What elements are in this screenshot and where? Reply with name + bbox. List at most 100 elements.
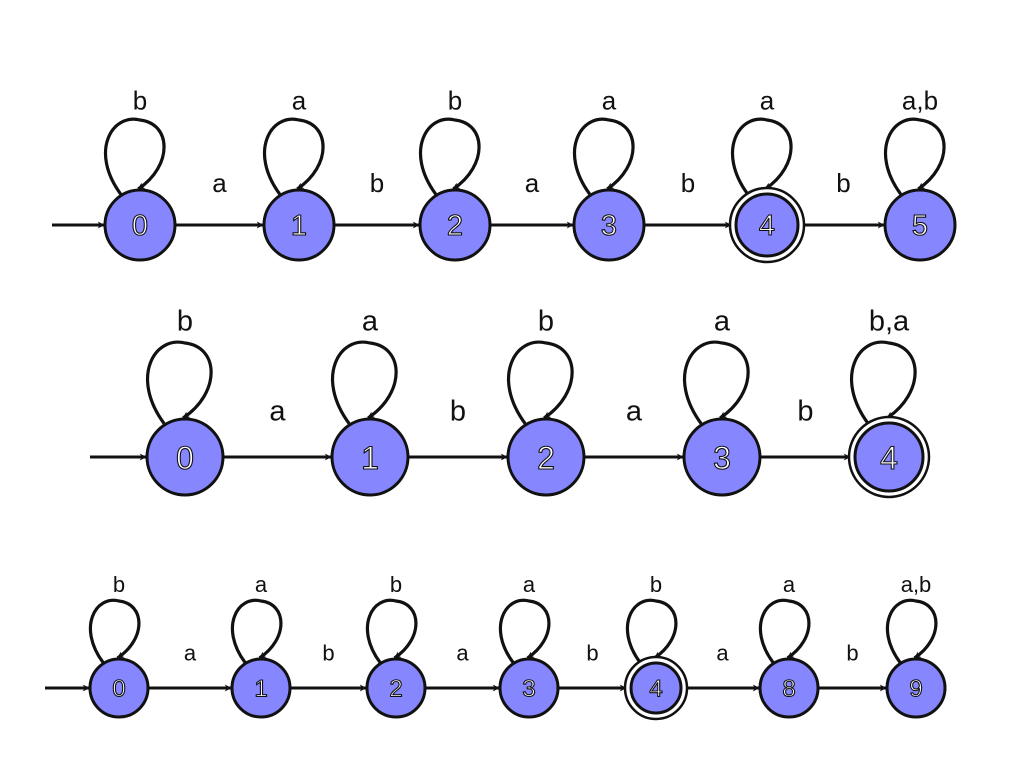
self-loop-arrow bbox=[230, 598, 283, 664]
state-label: 2 bbox=[447, 210, 463, 242]
self-loop-label: a bbox=[760, 86, 775, 116]
state-label: 4 bbox=[759, 210, 775, 242]
self-loop-label: b bbox=[113, 572, 125, 597]
self-loop-arrow bbox=[758, 598, 811, 664]
state-label: 1 bbox=[361, 440, 379, 476]
transition-label: b bbox=[370, 168, 384, 198]
state-9: a,b 9 bbox=[885, 572, 947, 719]
state-circle bbox=[629, 661, 683, 715]
self-loop-arrow bbox=[885, 598, 938, 664]
state-label: 1 bbox=[291, 210, 307, 242]
state-label: 5 bbox=[912, 210, 928, 242]
transition-label: a bbox=[525, 168, 540, 198]
state-circle bbox=[262, 188, 336, 262]
state-circle bbox=[853, 421, 925, 493]
transition-label: b bbox=[846, 641, 858, 666]
state-2: b2 bbox=[506, 305, 586, 497]
state-2: b2 bbox=[418, 86, 492, 262]
state-circle bbox=[330, 417, 410, 497]
state-3: a3 bbox=[572, 86, 646, 262]
self-loop-label: a bbox=[362, 305, 379, 337]
transition-label: a bbox=[269, 395, 286, 427]
state-0: b0 bbox=[103, 86, 177, 262]
self-loop-label: a bbox=[523, 572, 536, 597]
transition-label: a bbox=[626, 395, 643, 427]
self-loop-arrow bbox=[625, 598, 678, 664]
state-circle bbox=[103, 188, 177, 262]
self-loop-arrow bbox=[418, 117, 481, 196]
self-loop-label: a bbox=[255, 572, 268, 597]
self-loop-label: a bbox=[714, 305, 731, 337]
state-label: 0 bbox=[112, 676, 125, 703]
transition-label: b bbox=[797, 395, 813, 427]
self-loop-label: b bbox=[133, 86, 147, 116]
state-label: 3 bbox=[522, 676, 535, 703]
state-1: a1 bbox=[230, 572, 292, 719]
state-circle bbox=[734, 192, 800, 258]
state-circle bbox=[682, 417, 762, 497]
self-loop-label: b,a bbox=[869, 305, 910, 337]
state-circle bbox=[230, 657, 292, 719]
self-loop-arrow bbox=[883, 117, 946, 196]
self-loop-label: a bbox=[292, 86, 307, 116]
state-circle bbox=[506, 417, 586, 497]
state-1: a1 bbox=[262, 86, 336, 262]
self-loop-arrow bbox=[103, 117, 166, 196]
self-loop-label: b bbox=[177, 305, 193, 337]
state-circle bbox=[88, 657, 150, 719]
self-loop-arrow bbox=[730, 117, 793, 196]
self-loop-label: b bbox=[448, 86, 462, 116]
state-label: 2 bbox=[389, 676, 402, 703]
state-4: b4 bbox=[623, 572, 689, 721]
self-loop-arrow bbox=[849, 340, 917, 425]
transition-label: b bbox=[450, 395, 466, 427]
state-2: b2 bbox=[365, 572, 427, 719]
state-circle bbox=[883, 188, 957, 262]
state-circle bbox=[418, 188, 492, 262]
self-loop-label: a,b bbox=[901, 572, 932, 597]
transition-label: b bbox=[836, 168, 850, 198]
state-4: b,a 4 bbox=[847, 305, 931, 499]
state-circle bbox=[365, 657, 427, 719]
state-label: 4 bbox=[649, 676, 662, 703]
state-circle bbox=[572, 188, 646, 262]
self-loop-arrow bbox=[506, 340, 574, 425]
state-label: 0 bbox=[176, 440, 194, 476]
state-label: 0 bbox=[132, 210, 148, 242]
state-circle bbox=[758, 657, 820, 719]
state-5: a,b 5 bbox=[883, 86, 957, 262]
transition-label: a bbox=[212, 168, 227, 198]
self-loop-arrow bbox=[572, 117, 635, 196]
transition-label: b bbox=[322, 641, 334, 666]
state-0: b0 bbox=[145, 305, 225, 497]
state-label: 1 bbox=[254, 676, 267, 703]
self-loop-arrow bbox=[88, 598, 141, 664]
transition-label: a bbox=[456, 641, 469, 666]
self-loop-arrow bbox=[498, 598, 551, 664]
self-loop-label: a,b bbox=[902, 86, 938, 116]
state-label: 3 bbox=[601, 210, 617, 242]
self-loop-arrow bbox=[682, 340, 750, 425]
state-1: a1 bbox=[330, 305, 410, 497]
self-loop-arrow bbox=[262, 117, 325, 196]
state-circle bbox=[498, 657, 560, 719]
state-8: a8 bbox=[758, 572, 820, 719]
self-loop-label: b bbox=[390, 572, 402, 597]
transition-label: b bbox=[586, 641, 598, 666]
self-loop-arrow bbox=[365, 598, 418, 664]
state-3: a3 bbox=[682, 305, 762, 497]
self-loop-label: a bbox=[602, 86, 617, 116]
self-loop-arrow bbox=[145, 340, 213, 425]
state-4: a4 bbox=[728, 86, 806, 264]
state-circle bbox=[145, 417, 225, 497]
state-3: a3 bbox=[498, 572, 560, 719]
transition-label: a bbox=[716, 641, 729, 666]
self-loop-label: b bbox=[538, 305, 554, 337]
state-label: 9 bbox=[909, 676, 922, 703]
state-label: 4 bbox=[880, 440, 898, 476]
